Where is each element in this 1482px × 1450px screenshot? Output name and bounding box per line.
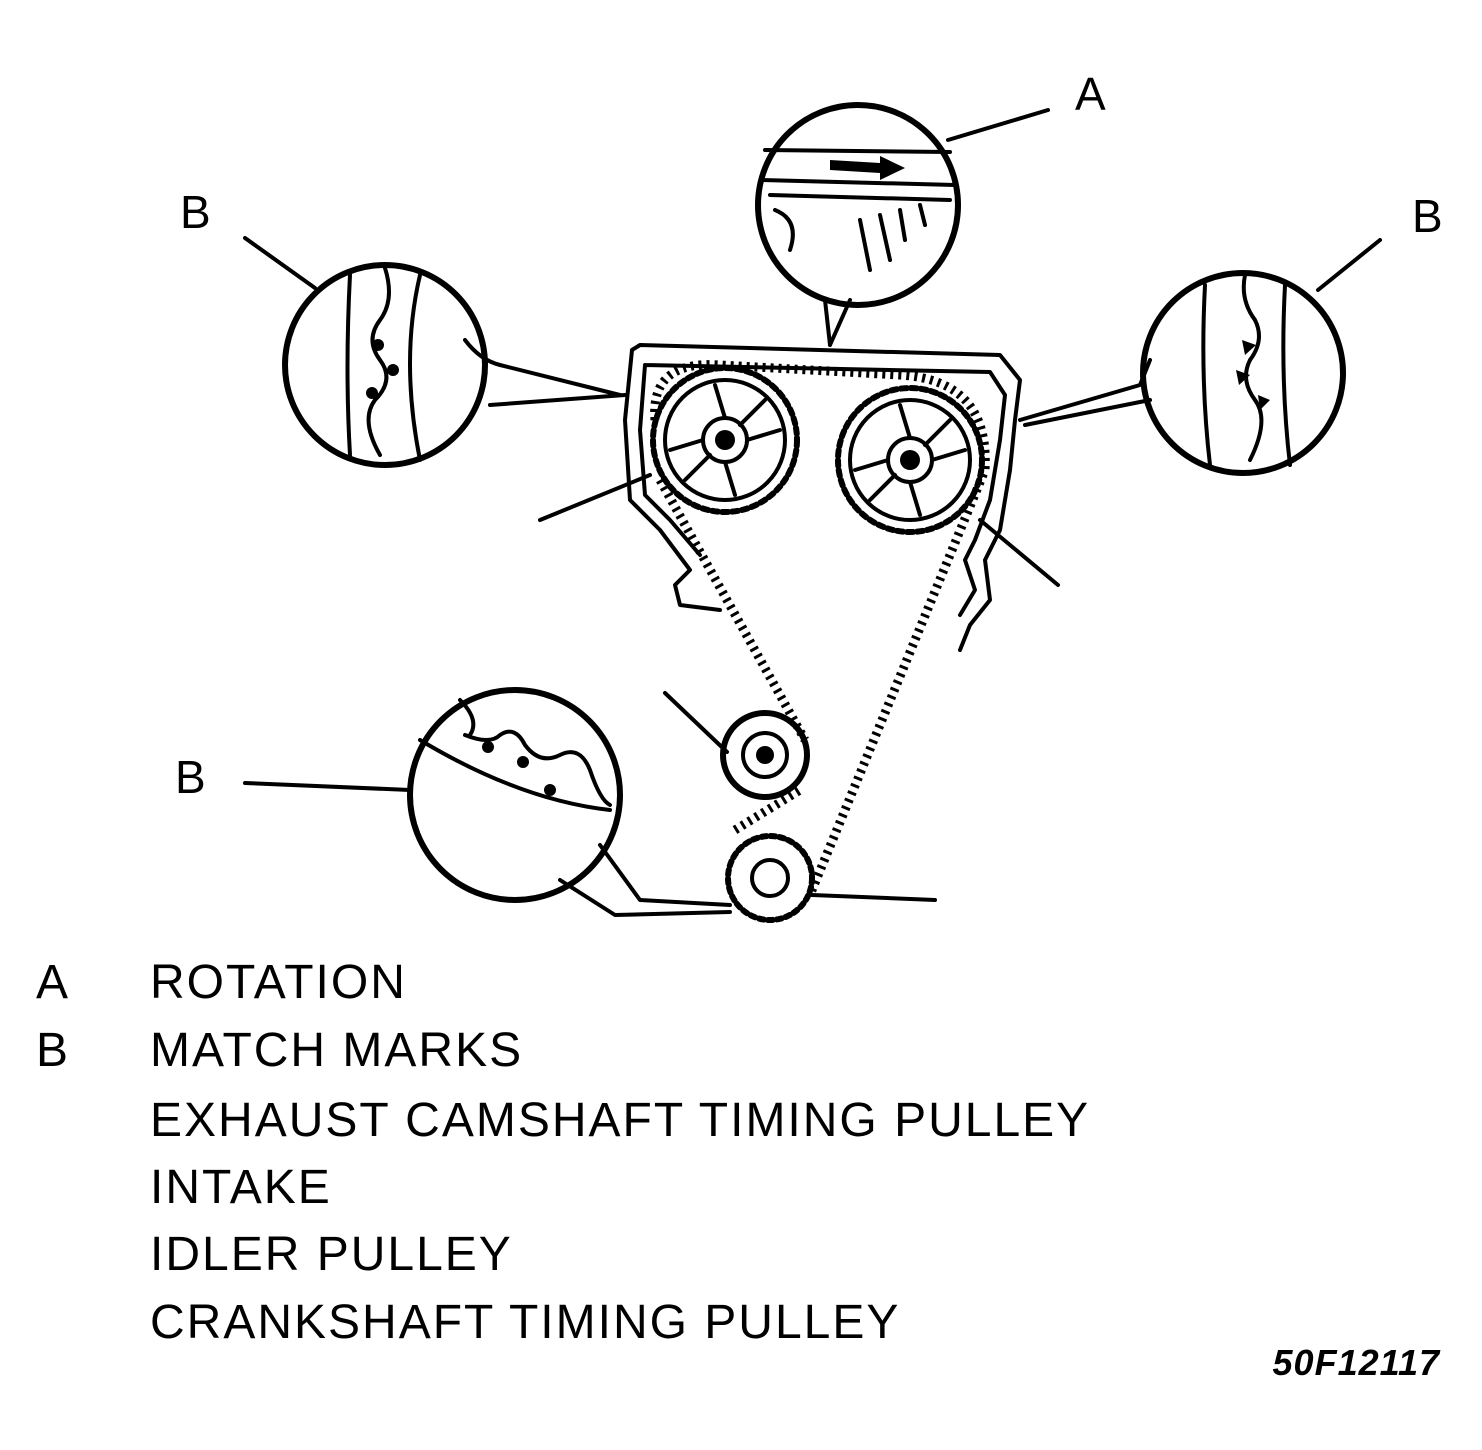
timing-belt-diagram: A B B B	[175, 68, 1443, 923]
engine-cover-outline	[623, 343, 1022, 652]
exhaust-camshaft-pulley	[650, 365, 800, 515]
legend-text: ROTATION	[150, 956, 407, 1009]
legend-text: MATCH MARKS	[150, 1024, 524, 1077]
legend-item: IDLER PULLEY	[0, 1227, 1300, 1287]
leader-lines	[243, 108, 1382, 902]
callout-b-left: B	[180, 186, 211, 238]
crankshaft-pulley	[725, 833, 815, 923]
callout-b-right: B	[1412, 190, 1443, 242]
legend-key: A	[36, 956, 70, 1009]
callout-b-bottom: B	[175, 751, 206, 803]
legend-key: B	[36, 1024, 70, 1077]
engine-cover-inner	[638, 363, 1007, 617]
figure-code: 50F12117	[1272, 1342, 1440, 1383]
detail-circle-rotation	[755, 102, 961, 347]
timing-belt	[650, 360, 990, 897]
intake-camshaft-pulley	[835, 385, 985, 535]
legend-text: EXHAUST CAMSHAFT TIMING PULLEY	[150, 1094, 1091, 1147]
detail-circle-match-marks-right	[1018, 270, 1346, 476]
idler-pulley	[720, 710, 810, 800]
detail-circle-match-marks-bottom	[407, 687, 732, 917]
detail-circle-match-marks-left	[282, 262, 627, 468]
legend-item: B MATCH MARKS	[0, 1023, 1300, 1083]
callout-a: A	[1075, 68, 1106, 120]
legend-text: CRANKSHAFT TIMING PULLEY	[150, 1296, 901, 1349]
legend-item: INTAKE	[0, 1160, 1300, 1220]
legend-text: INTAKE	[150, 1161, 332, 1214]
legend-item: A ROTATION	[0, 955, 1300, 1015]
legend-item: CRANKSHAFT TIMING PULLEY	[0, 1295, 1300, 1355]
legend: A ROTATION B MATCH MARKS EXHAUST CAMSHAF…	[0, 950, 1482, 1450]
legend-item: EXHAUST CAMSHAFT TIMING PULLEY	[0, 1093, 1300, 1153]
legend-text: IDLER PULLEY	[150, 1228, 513, 1281]
